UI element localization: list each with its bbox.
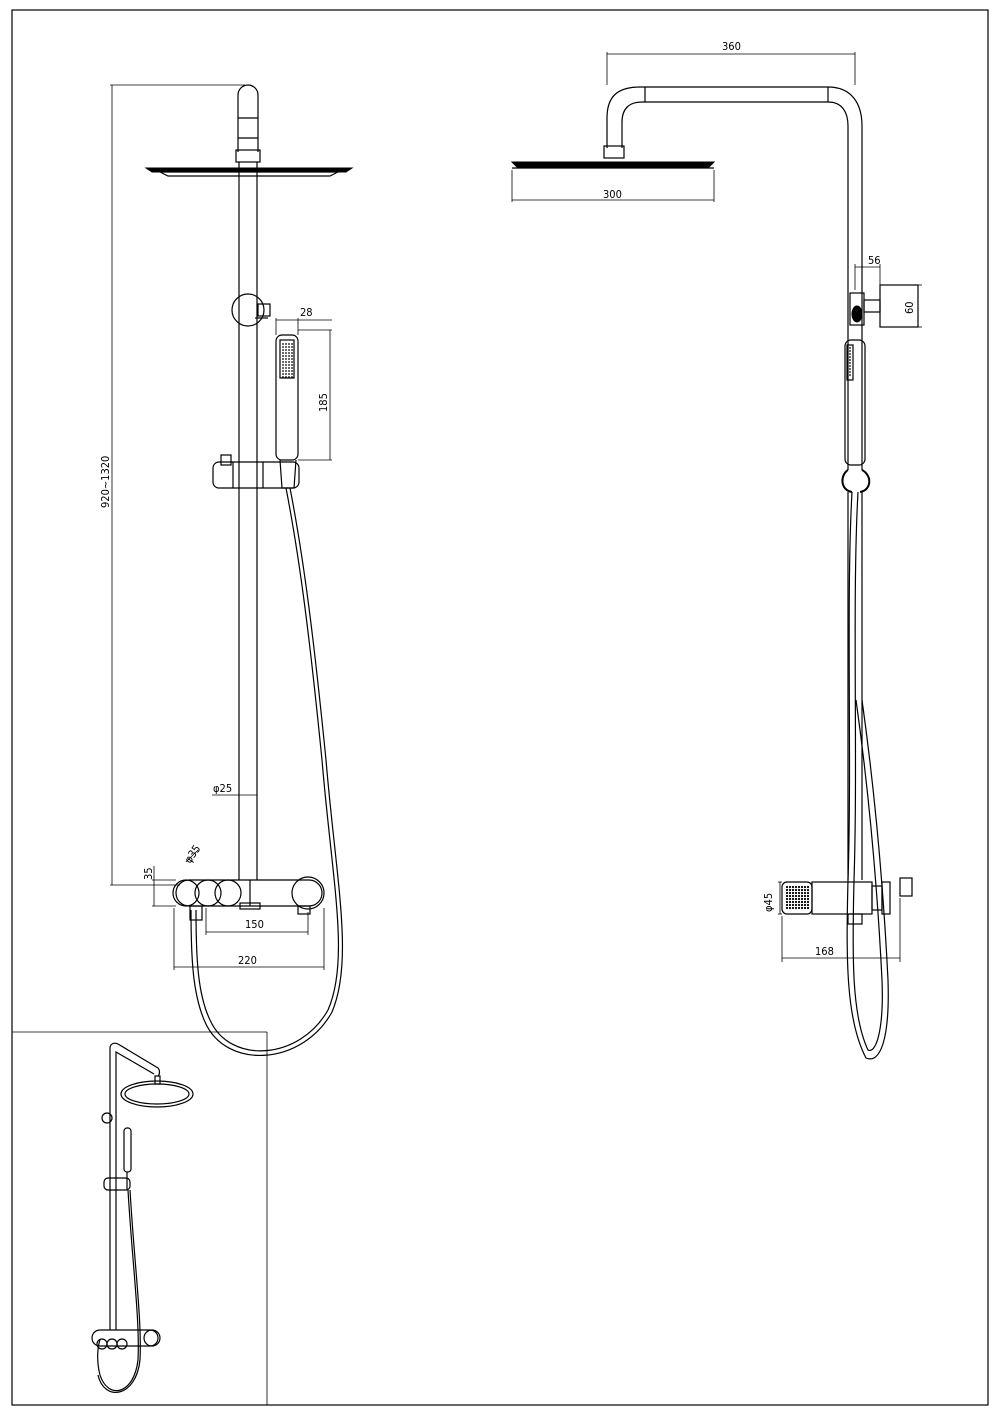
mixer-height-label: 35 [142,867,155,880]
mixer-width-label: 220 [238,954,257,967]
handshower-length-label: 185 [317,393,330,412]
side-mixer [781,877,913,925]
mixer-depth-label: 168 [815,945,834,958]
front-hand-shower [275,334,299,489]
pipe-diameter-label: φ25 [213,782,232,795]
center-spacing-label: 150 [245,918,264,931]
front-dimension-lines [110,84,332,970]
inset-mixer [91,1329,159,1347]
holder-size-label: 60 [903,301,916,314]
front-rain-head [144,167,354,177]
head-diameter-label: 300 [603,188,622,201]
side-wall-holder [849,284,919,328]
height-range-label: 920~1320 [99,456,112,508]
isometric-inset [12,1031,268,1405]
cartridge-diameter-label: φ45 [762,893,775,912]
handshower-width-label: 28 [300,306,313,319]
front-riser-top [237,84,259,152]
side-rain-head [510,161,716,169]
arm-reach-label: 360 [722,40,741,53]
drawing-frame [11,9,989,1406]
front-hose [195,487,340,1052]
holder-offset-label: 56 [868,254,881,267]
inset-rain-head [120,1080,194,1108]
side-arm-outer [606,86,863,470]
front-view: 920~1320 28 185 φ25 35 φ35 150 220 [99,84,354,1056]
front-wall-bracket [231,293,265,327]
side-arm-inner [621,101,849,470]
side-hand-shower [844,339,866,466]
knob-diameter-label: φ35 [182,843,204,866]
front-mixer [172,876,325,921]
front-slide-bracket [212,454,300,489]
side-dimension-lines [511,52,922,962]
side-view: 360 300 56 60 φ45 168 [510,40,922,1060]
